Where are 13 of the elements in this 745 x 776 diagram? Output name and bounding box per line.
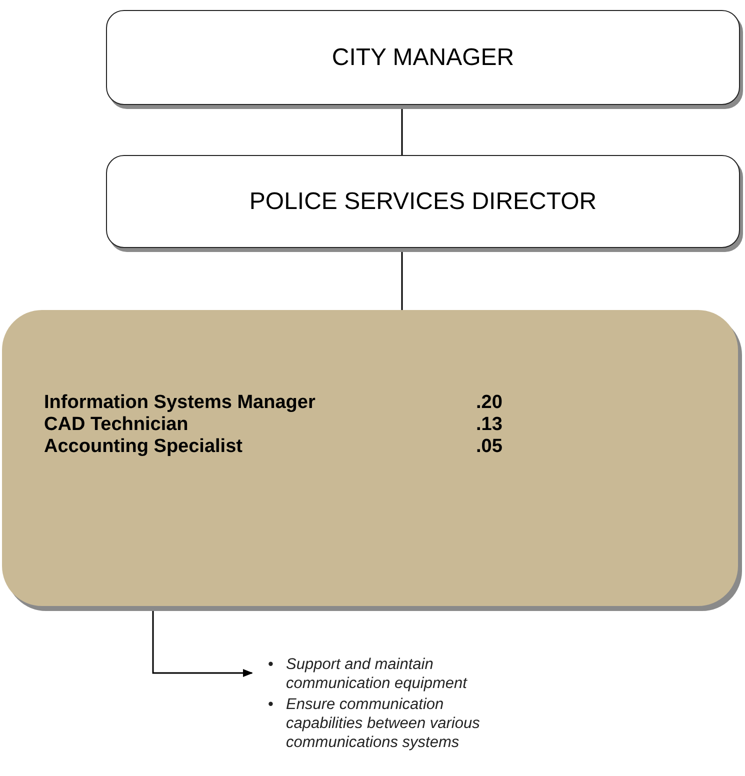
fte-value: .20: [476, 392, 502, 414]
duty-item: Support and maintain communication equipment: [286, 655, 468, 693]
staff-box: [2, 310, 738, 606]
fte-value: .05: [476, 436, 502, 458]
bullet: •: [267, 655, 274, 675]
position-title: Accounting Specialist: [44, 436, 244, 458]
position-title: CAD Technician: [44, 414, 190, 436]
org-title: CITY MANAGER: [332, 42, 514, 72]
duty-item: Ensure communication capabilities between various communications systems: [286, 695, 481, 752]
bullet: •: [267, 695, 274, 715]
org-title: POLICE SERVICES DIRECTOR: [249, 186, 597, 216]
fte-value: .13: [476, 414, 502, 436]
position-title: Information Systems Manager: [44, 392, 316, 414]
